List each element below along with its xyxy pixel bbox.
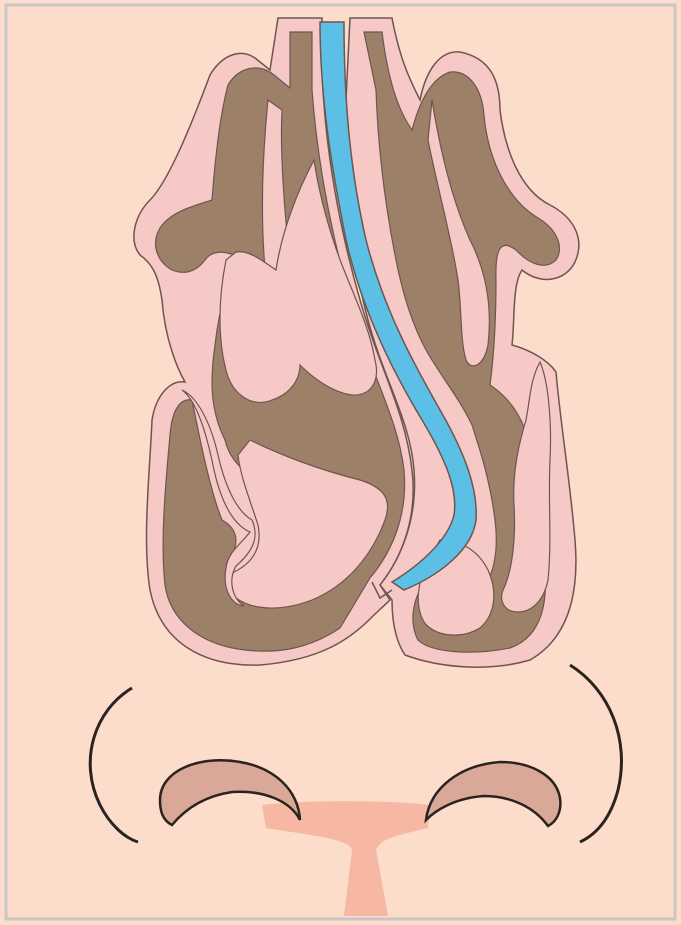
- nasal-anatomy-diagram: [0, 0, 681, 925]
- nasal-cross-section-svg: [0, 0, 681, 925]
